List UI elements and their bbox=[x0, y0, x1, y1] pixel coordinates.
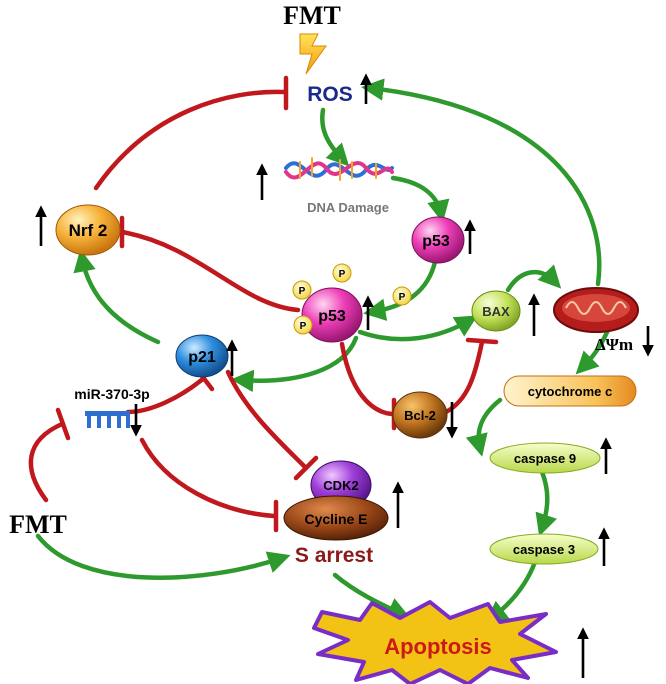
arrow-dna-to-p53 bbox=[390, 175, 450, 223]
arrow-cytochrome-to-casp9 bbox=[465, 397, 503, 457]
nrf2-node bbox=[55, 204, 121, 256]
arrow-casp9-to-casp3 bbox=[535, 469, 557, 537]
phospho-label-1: P bbox=[299, 286, 306, 297]
fmt-top-label: FMT bbox=[283, 1, 341, 30]
ros-label: ROS bbox=[307, 83, 353, 106]
inhibit-fmt-mirna-bar bbox=[55, 407, 71, 441]
arrow-p53-to-p53phos bbox=[363, 259, 438, 321]
delta-psi-m-label: ΔΨm bbox=[595, 335, 633, 354]
caspase9-label: caspase 9 bbox=[514, 451, 576, 466]
inhibit-nrf2-ros bbox=[93, 89, 287, 191]
inhibit-p21-cdk2-bar bbox=[293, 455, 319, 481]
phospho-label-3: P bbox=[300, 321, 307, 332]
lightning-bolt-icon bbox=[299, 33, 327, 75]
phospho-mark-2 bbox=[332, 263, 352, 283]
caspase3-label: caspase 3 bbox=[513, 542, 575, 557]
arrow-ros-to-dna bbox=[320, 107, 350, 167]
cytochrome-c-node bbox=[503, 375, 637, 407]
arrow-casp3-to-apoptosis bbox=[484, 559, 538, 624]
p21-node bbox=[175, 334, 229, 378]
inhibit-bcl2-bax bbox=[443, 339, 485, 415]
inhibit-p53phos-nrf2 bbox=[119, 229, 301, 313]
phospho-mark-4 bbox=[392, 286, 412, 306]
fmt-bottom-label: FMT bbox=[9, 510, 67, 539]
s-arrest-label: S arrest bbox=[295, 544, 373, 567]
phospho-mark-1 bbox=[292, 280, 312, 300]
bax-node bbox=[471, 290, 521, 332]
p21-label: p21 bbox=[188, 349, 216, 366]
bcl2-node bbox=[392, 391, 448, 439]
bcl2-label: Bcl-2 bbox=[404, 408, 436, 423]
arrow-p53phos-to-p21 bbox=[231, 335, 359, 393]
arrow-mito-to-cytochrome bbox=[575, 327, 611, 375]
p53-label: p53 bbox=[422, 233, 450, 250]
phospho-label-2: P bbox=[339, 269, 346, 280]
arrow-fmt-to-sarrest bbox=[35, 533, 291, 580]
mitochondrion-icon bbox=[553, 287, 639, 333]
phospho-marks: P P P P bbox=[292, 263, 412, 335]
arrow-bax-to-mito bbox=[505, 264, 562, 293]
arrow-p21-to-nrf2 bbox=[73, 249, 161, 345]
inhibit-p21-cdk2 bbox=[225, 369, 309, 471]
cycline-e-label: Cycline E bbox=[304, 511, 367, 527]
p53-phosphorylated-label: p53 bbox=[318, 308, 346, 325]
dna-helix-icon bbox=[284, 157, 394, 181]
cycline-e-node bbox=[283, 495, 389, 541]
caspase9-node bbox=[489, 442, 601, 474]
caspase3-node bbox=[489, 533, 599, 565]
arrow-mito-to-ros bbox=[361, 78, 602, 287]
bax-label: BAX bbox=[482, 304, 510, 319]
arrow-sarrest-to-apoptosis bbox=[332, 572, 411, 619]
dna-damage-label: DNA Damage bbox=[307, 200, 389, 215]
phospho-mark-3 bbox=[293, 315, 313, 335]
apoptosis-starburst bbox=[312, 600, 558, 684]
mirna-label: miR-370-3p bbox=[74, 386, 149, 402]
inhibit-p53phos-bcl2 bbox=[339, 341, 395, 417]
apoptosis-label: Apoptosis bbox=[384, 634, 492, 659]
inhibit-fmt-mirna bbox=[28, 421, 65, 503]
p53-phosphorylated-node bbox=[301, 287, 363, 343]
mirna-comb-icon bbox=[85, 411, 130, 428]
arrow-p53phos-to-bax bbox=[357, 315, 478, 342]
nrf2-label: Nrf 2 bbox=[69, 221, 108, 240]
cytochrome-c-label: cytochrome c bbox=[528, 384, 613, 399]
phospho-label-4: P bbox=[399, 292, 406, 303]
cdk2-label: CDK2 bbox=[323, 478, 358, 493]
p53-node bbox=[411, 216, 465, 264]
inhibit-mirna-cycline bbox=[139, 437, 277, 519]
inhibit-bcl2-bax-bar bbox=[465, 337, 499, 345]
